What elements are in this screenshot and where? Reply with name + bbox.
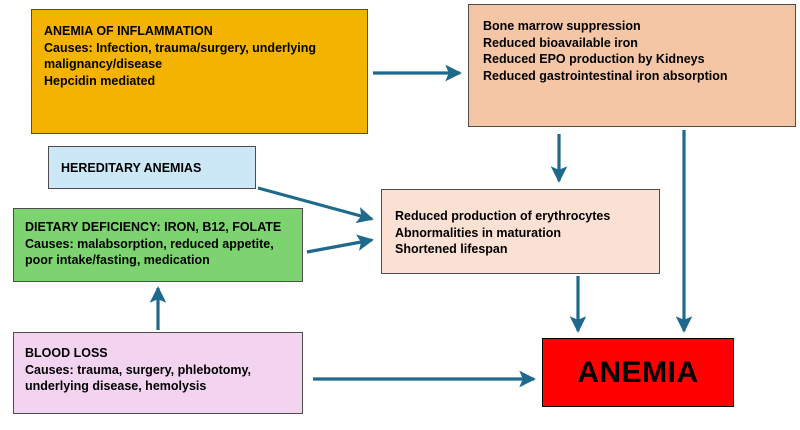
- node-line: Causes: Infection, trauma/surgery, under…: [44, 40, 317, 55]
- node-bone-marrow-effects[interactable]: Bone marrow suppression Reduced bioavail…: [468, 4, 796, 127]
- node-line: Causes: trauma, surgery, phlebotomy,: [25, 362, 251, 377]
- arrow-dietary-to-reduced: [306, 234, 374, 254]
- node-line: Reduced bioavailable iron: [483, 35, 638, 50]
- node-line: underlying disease, hemolysis: [25, 379, 207, 393]
- node-line: DIETARY DEFICIENCY: IRON, B12, FOLATE: [25, 220, 282, 234]
- node-line: Reduced production of erythrocytes: [395, 209, 611, 223]
- node-line: Reduced EPO production by Kidneys: [483, 52, 705, 66]
- node-line: Abnormalities in maturation: [395, 225, 561, 240]
- node-line: poor intake/fasting, medication: [25, 253, 210, 267]
- node-line: Reduced gastrointestinal iron absorption: [483, 68, 728, 83]
- node-line: ANEMIA: [577, 355, 699, 389]
- node-line: HEREDITARY ANEMIAS: [61, 161, 202, 175]
- node-line: malignancy/disease: [44, 57, 163, 71]
- node-blood-loss[interactable]: BLOOD LOSS Causes: trauma, surgery, phle…: [13, 332, 303, 414]
- node-dietary-deficiency[interactable]: DIETARY DEFICIENCY: IRON, B12, FOLATE Ca…: [13, 208, 303, 282]
- node-line: Shortened lifespan: [395, 242, 508, 256]
- node-line: BLOOD LOSS: [25, 346, 108, 360]
- node-line: ANEMIA OF INFLAMMATION: [44, 24, 213, 38]
- node-line: Bone marrow suppression: [483, 19, 641, 33]
- node-reduced-erythrocyte-production[interactable]: Reduced production of erythrocytes Abnor…: [381, 189, 660, 274]
- node-line: Causes: malabsorption, reduced appetite,: [25, 236, 274, 251]
- node-anemia-of-inflammation[interactable]: ANEMIA OF INFLAMMATION Causes: Infection…: [31, 9, 368, 134]
- node-line: Hepcidin mediated: [44, 73, 156, 88]
- node-anemia-outcome[interactable]: ANEMIA: [542, 338, 734, 407]
- node-hereditary-anemias[interactable]: HEREDITARY ANEMIAS: [48, 146, 256, 189]
